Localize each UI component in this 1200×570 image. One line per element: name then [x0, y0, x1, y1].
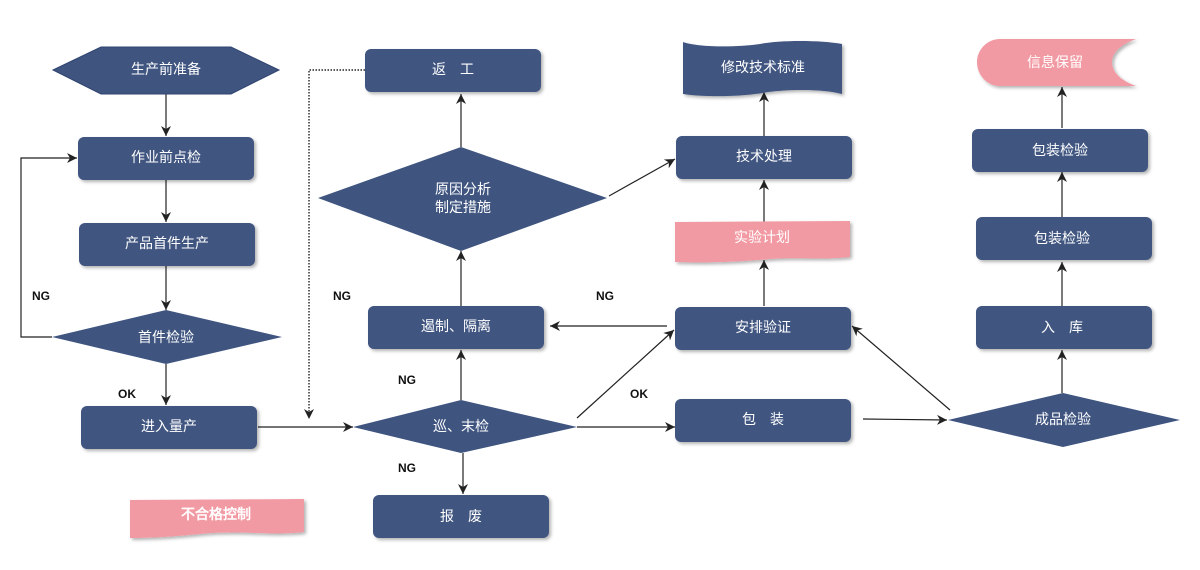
node-label: 包装检验 — [1034, 231, 1090, 247]
node-label: 生产前准备 — [131, 61, 201, 78]
node-first-piece-inspection[interactable]: 首件检验 — [52, 310, 282, 364]
edge-finalinspect-verify — [851, 325, 951, 411]
node-packaging-inspection-upper[interactable]: 包装检验 — [972, 129, 1148, 172]
node-mass-production[interactable]: 进入量产 — [81, 406, 257, 449]
node-label: 包 装 — [742, 412, 784, 428]
rounded-rect-shape — [81, 406, 257, 449]
node-label: 首件检验 — [138, 330, 194, 346]
node-label: 修改技术标准 — [721, 60, 805, 76]
node-final-product-inspection[interactable]: 成品检验 — [948, 393, 1180, 447]
document-shape — [683, 41, 842, 97]
edge-pack-finalinspect — [862, 414, 948, 425]
rounded-rect-shape — [365, 49, 541, 92]
node-first-piece-production[interactable]: 产品首件生产 — [79, 223, 255, 266]
rounded-rect-shape — [676, 136, 852, 179]
edge-firstinspect-precheck-ng — [20, 153, 77, 338]
document-shape — [675, 221, 850, 263]
label-ng-isolate: NG — [398, 373, 416, 387]
node-label: 技术处理 — [736, 149, 792, 165]
node-label: 遏制、隔离 — [421, 318, 491, 335]
node-scrap[interactable]: 报 废 — [373, 495, 549, 538]
node-info-retention[interactable]: 信息保留 — [977, 39, 1136, 86]
node-label: 不合格控制 — [181, 506, 251, 523]
node-production-prep[interactable]: 生产前准备 — [51, 46, 281, 95]
rounded-rect-shape — [972, 129, 1148, 172]
node-test-plan[interactable]: 实验计划 — [675, 221, 850, 263]
node-label: 产品首件生产 — [125, 236, 209, 252]
node-contain-isolate[interactable]: 遏制、隔离 — [368, 306, 544, 349]
node-nonconformance-control[interactable]: 不合格控制 — [130, 499, 304, 538]
label-ok-first-inspect: OK — [118, 387, 136, 401]
label-ng-scrap: NG — [398, 461, 416, 475]
rounded-rect-shape — [368, 306, 544, 349]
rounded-rect-shape — [675, 399, 851, 442]
node-packaging[interactable]: 包 装 — [675, 399, 851, 442]
hexagon-shape — [51, 46, 281, 95]
node-label: 入 库 — [1041, 320, 1083, 336]
edges — [20, 69, 1067, 494]
node-patrol-final-inspection[interactable]: 巡、末检 — [353, 400, 577, 453]
rounded-rect-shape — [78, 137, 254, 180]
edge-rework-patrol-dotted — [304, 69, 365, 419]
node-label: 报 废 — [440, 509, 482, 525]
edge-patrol-verify-ok — [576, 329, 675, 419]
label-ng-verify: NG — [596, 289, 614, 303]
label-ng-first-inspect: NG — [32, 289, 50, 303]
node-modify-tech-standard[interactable]: 修改技术标准 — [683, 41, 842, 97]
diamond-shape — [52, 310, 282, 364]
rounded-rect-shape — [976, 217, 1152, 260]
node-label: 作业前点检 — [131, 149, 201, 166]
diamond-shape — [353, 400, 577, 453]
node-cause-analysis[interactable]: 原因分析 制定措施 — [318, 147, 607, 251]
node-label: 安排验证 — [735, 320, 791, 336]
node-arrange-verification[interactable]: 安排验证 — [675, 307, 851, 350]
node-label: 信息保留 — [1027, 54, 1083, 71]
rounded-rect-shape — [373, 495, 549, 538]
diamond-shape — [318, 147, 607, 251]
rounded-rect-shape — [675, 307, 851, 350]
stored-data-shape — [977, 39, 1136, 86]
diamond-shape — [948, 393, 1180, 447]
node-label-line2: 制定措施 — [435, 200, 491, 216]
node-label-line1: 原因分析 — [435, 182, 491, 198]
node-pre-operation-check[interactable]: 作业前点检 — [78, 137, 254, 180]
node-label: 返 工 — [432, 62, 474, 78]
node-rework[interactable]: 返 工 — [365, 49, 541, 92]
node-label: 巡、末检 — [433, 419, 489, 435]
node-technical-processing[interactable]: 技术处理 — [676, 136, 852, 179]
rounded-rect-shape — [976, 306, 1152, 349]
node-label: 成品检验 — [1035, 412, 1091, 428]
rounded-rect-shape — [79, 223, 255, 266]
node-warehousing[interactable]: 入 库 — [976, 306, 1152, 349]
node-label: 实验计划 — [734, 230, 790, 246]
label-ok-pack: OK — [630, 387, 648, 401]
label-ng-cause: NG — [333, 289, 351, 303]
node-label: 进入量产 — [141, 419, 197, 435]
edge-labels: NG OK NG NG NG NG OK — [32, 289, 648, 475]
node-label: 包装检验 — [1032, 143, 1088, 159]
node-packaging-inspection-lower[interactable]: 包装检验 — [976, 217, 1152, 260]
edge-cause-techproc — [608, 158, 676, 197]
document-shape — [130, 499, 304, 538]
